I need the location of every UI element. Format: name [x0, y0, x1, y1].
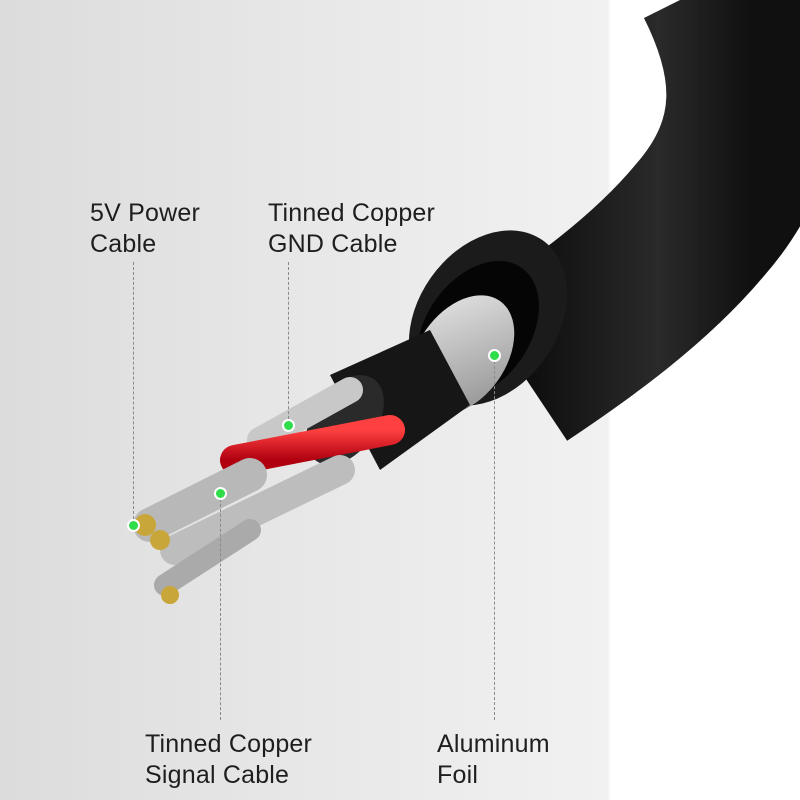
- label-5v-power-cable: 5V Power Cable: [90, 198, 200, 260]
- label-text: 5V Power: [90, 199, 200, 227]
- leader-line-signal: [220, 494, 221, 720]
- label-text: Foil: [437, 761, 479, 789]
- marker-dot-signal: [214, 487, 227, 500]
- label-gnd-cable: Tinned Copper GND Cable: [268, 198, 435, 260]
- signal-core: [134, 514, 156, 536]
- label-aluminum-foil: Aluminum Foil: [437, 729, 550, 791]
- label-text: GND Cable: [268, 230, 398, 258]
- marker-dot-power: [127, 519, 140, 532]
- power-wire: [220, 415, 405, 475]
- leader-line-foil: [494, 356, 495, 720]
- label-text: Tinned Copper: [145, 730, 313, 758]
- label-text: Cable: [90, 230, 157, 258]
- gnd-strand: [247, 377, 363, 453]
- bare-strand: [133, 458, 267, 542]
- bare-strand: [154, 519, 261, 596]
- marker-dot-gnd: [282, 419, 295, 432]
- leader-line-gnd: [288, 262, 289, 424]
- label-text: Tinned Copper: [268, 199, 436, 227]
- outer-jacket: [472, 0, 800, 441]
- bare-strand: [160, 455, 355, 565]
- marker-dot-foil: [488, 349, 501, 362]
- label-signal-cable: Tinned Copper Signal Cable: [145, 729, 312, 791]
- label-text: Aluminum: [437, 730, 550, 758]
- label-text: Signal Cable: [145, 761, 290, 789]
- leader-line-power: [133, 262, 134, 524]
